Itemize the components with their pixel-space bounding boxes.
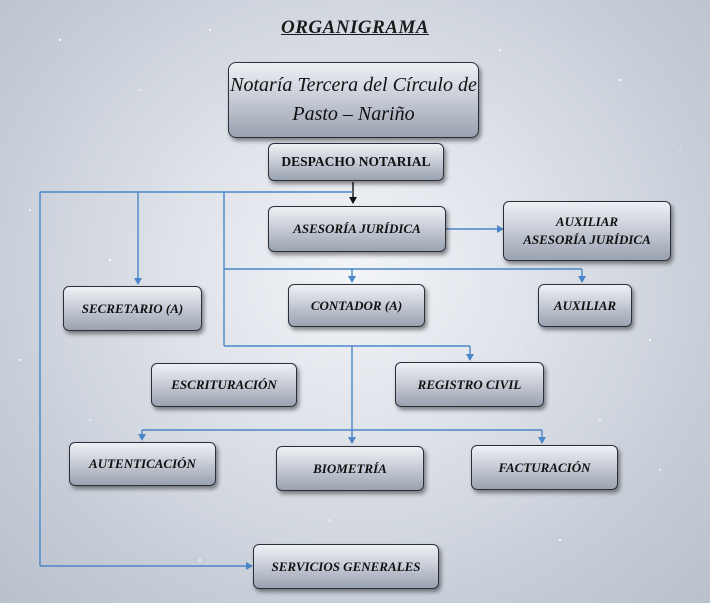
node-notaria-line1: Notaría Tercera del Círculo de — [230, 74, 477, 96]
node-auxiliar: AUXILIAR — [538, 284, 632, 327]
node-autenticacion: AUTENTICACIÓN — [69, 442, 216, 486]
node-asesoria-juridica: ASESORÍA JURÍDICA — [268, 206, 446, 252]
node-auxiliar-asesoria-line1: AUXILIAR — [555, 214, 619, 230]
node-contador: CONTADOR (A) — [288, 284, 425, 327]
node-auxiliar-asesoria-line2: ASESORÍA JURÍDICA — [523, 232, 651, 247]
node-auxiliar-asesoria: AUXILIAR ASESORÍA JURÍDICA — [503, 201, 671, 261]
page-title: ORGANIGRAMA — [280, 17, 430, 38]
node-notaria-line2: Pasto – Nariño — [292, 103, 415, 125]
node-notaria: Notaría Tercera del Círculo de Pasto – N… — [228, 62, 479, 138]
node-secretario: SECRETARIO (A) — [63, 286, 202, 331]
node-facturacion: FACTURACIÓN — [471, 445, 618, 490]
node-despacho-notarial: DESPACHO NOTARIAL — [268, 143, 444, 181]
node-servicios-generales: SERVICIOS GENERALES — [253, 544, 439, 589]
node-escrituracion: ESCRITURACIÓN — [151, 363, 297, 407]
node-registro-civil: REGISTRO CIVIL — [395, 362, 544, 407]
node-biometria: BIOMETRÍA — [276, 446, 424, 491]
